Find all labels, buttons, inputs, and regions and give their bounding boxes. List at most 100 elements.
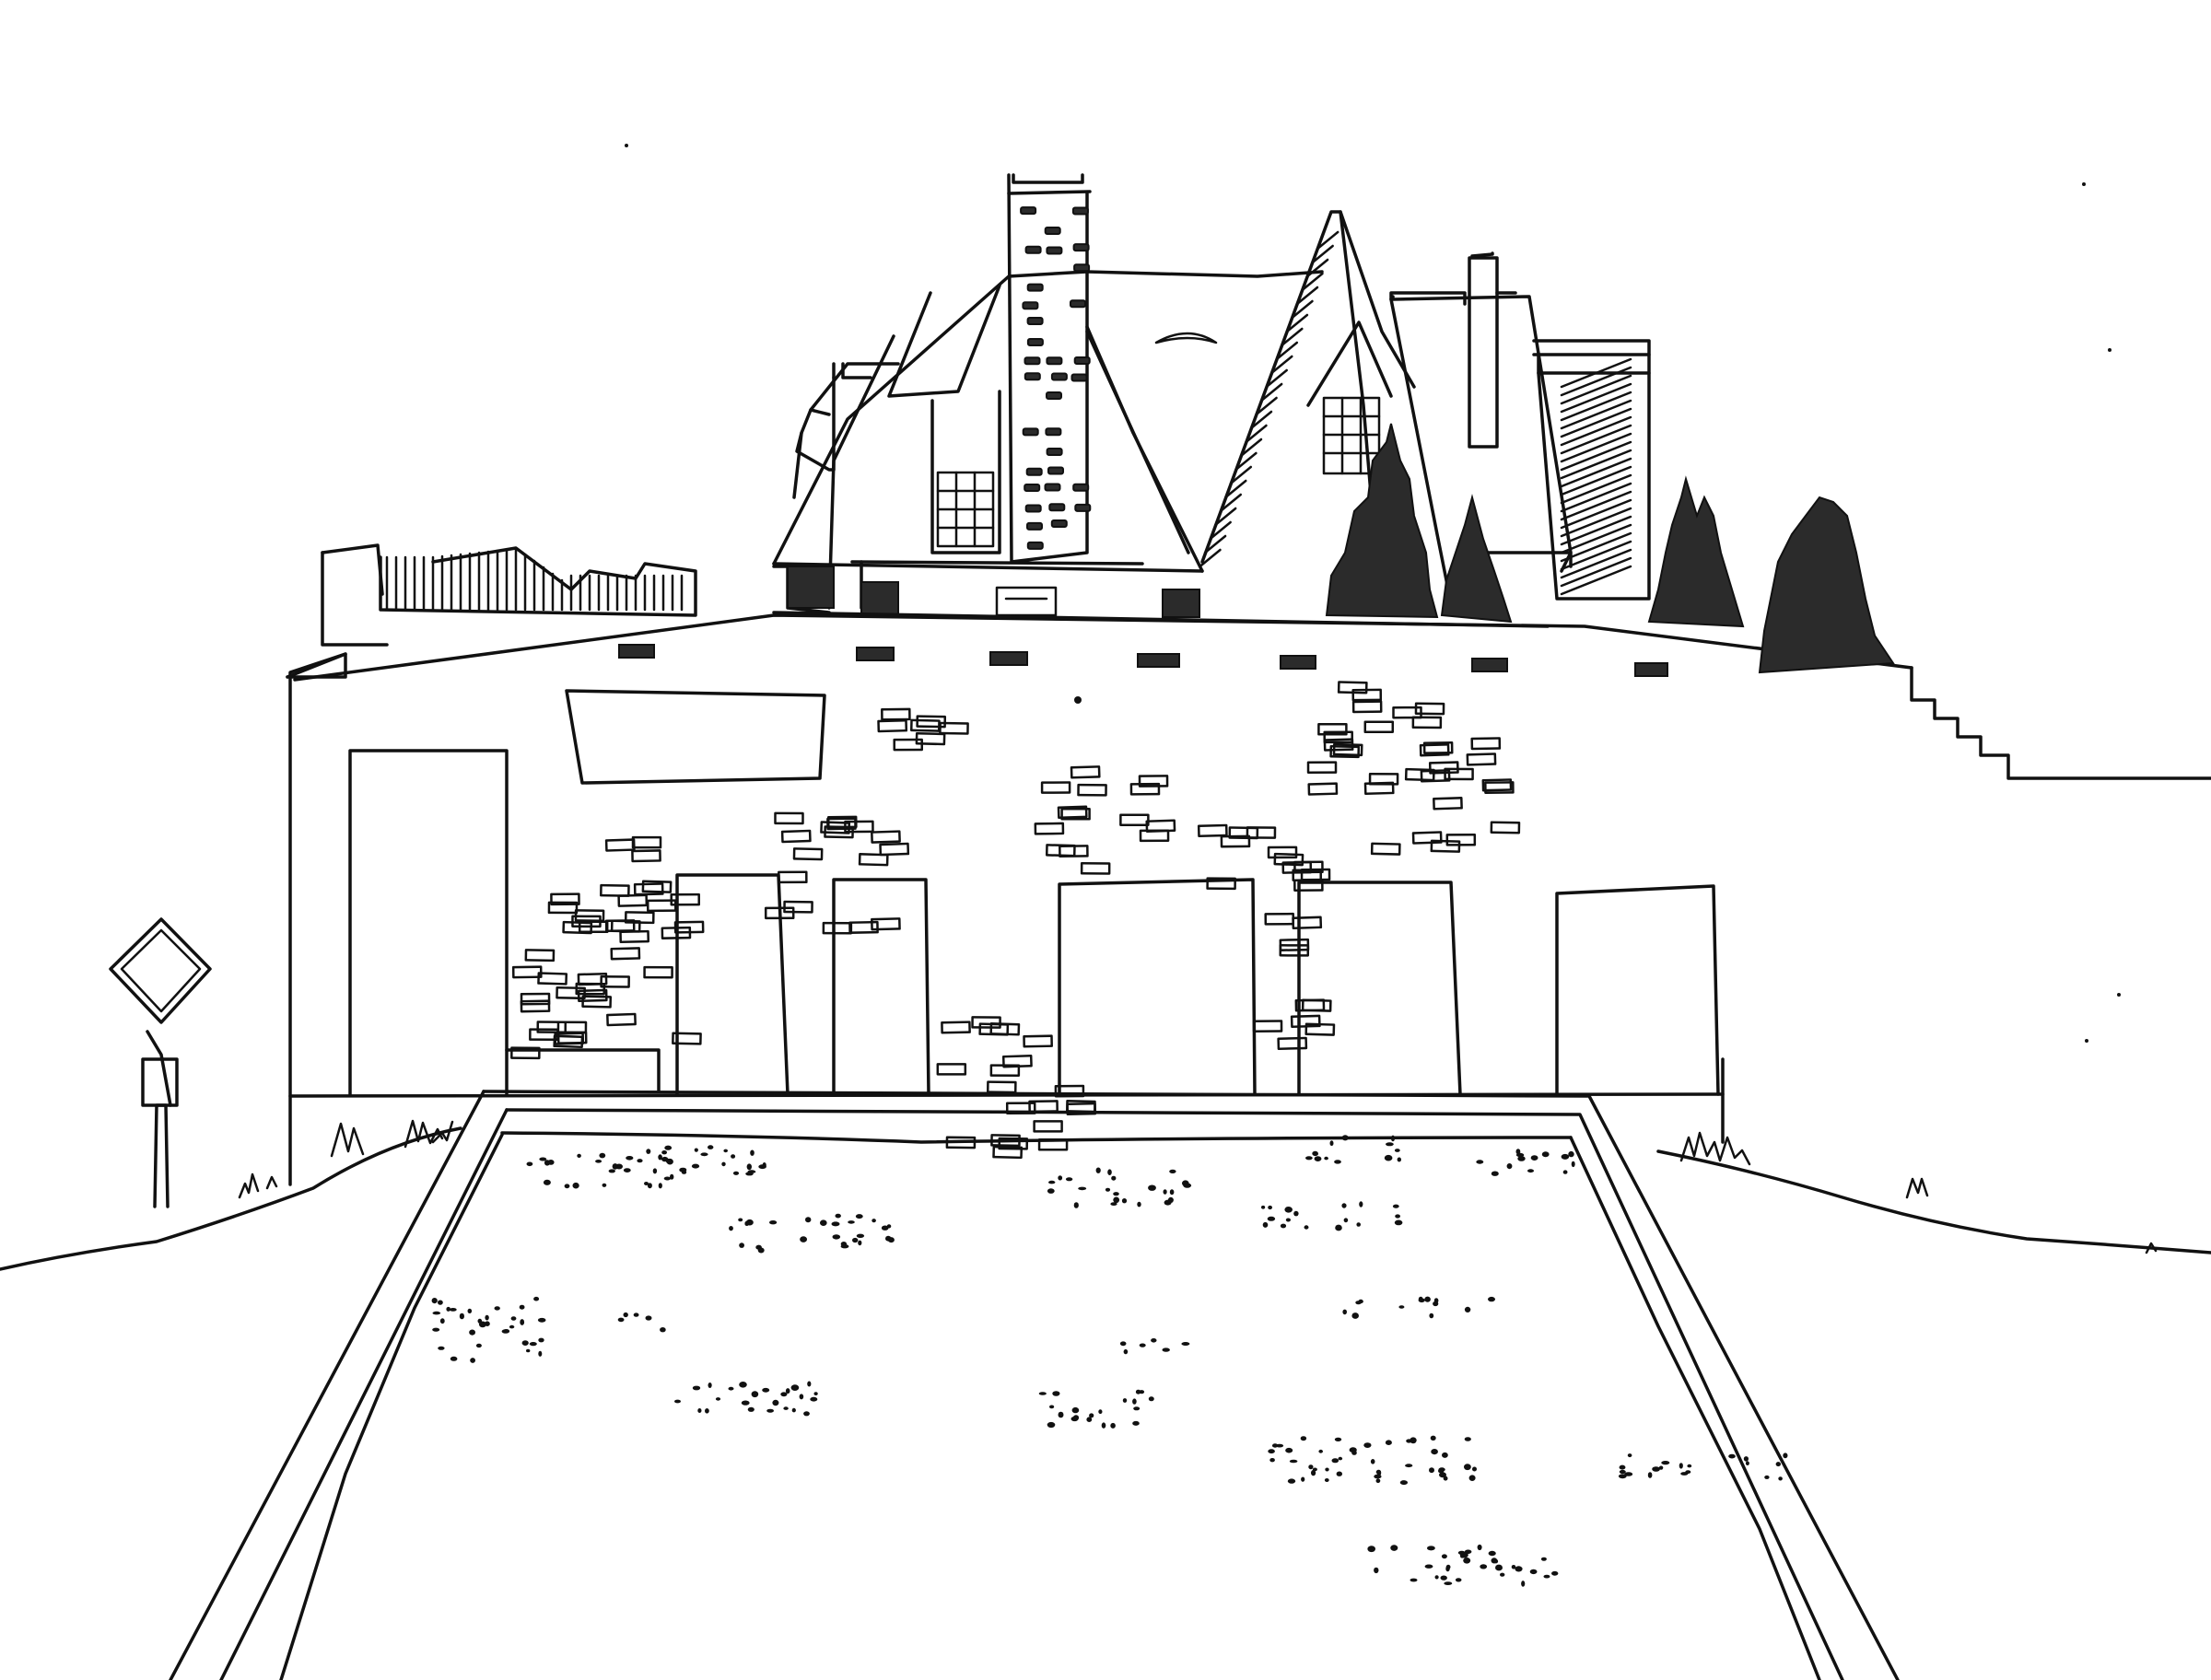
gravel-dot	[661, 1150, 667, 1155]
brick	[989, 1064, 1021, 1077]
brick	[1023, 1034, 1053, 1048]
gravel-dot	[708, 1145, 714, 1149]
chimney-brick	[1050, 372, 1068, 381]
brick	[941, 1021, 971, 1034]
gravel-dot	[805, 1217, 812, 1223]
gravel-dot	[1073, 1202, 1079, 1208]
brick	[1077, 783, 1107, 797]
brick	[916, 715, 947, 729]
gravel-dot	[1261, 1205, 1266, 1209]
gravel-dot	[1098, 1409, 1103, 1415]
gravel-dot	[762, 1387, 770, 1393]
gravel-dot	[1314, 1152, 1318, 1156]
gravel-dot	[856, 1233, 865, 1239]
gravel-dot	[612, 1163, 618, 1170]
gravel-dot	[617, 1317, 625, 1323]
gravel-dot	[1529, 1569, 1538, 1575]
brick	[670, 892, 700, 906]
gravel-dot	[1355, 1301, 1362, 1305]
chimney	[1007, 173, 1092, 564]
brick	[1129, 782, 1161, 796]
brick	[1045, 844, 1076, 858]
gravel-dot	[887, 1237, 895, 1243]
gravel-dot	[1132, 1398, 1137, 1405]
brick	[577, 988, 608, 1003]
gravel-dot	[1305, 1156, 1313, 1161]
right-hatch-line	[1560, 507, 1632, 538]
gravel-dot	[810, 1396, 818, 1402]
gravel-dot	[503, 1329, 510, 1334]
gravel-dot	[438, 1300, 443, 1305]
gravel-dot	[1493, 1558, 1499, 1564]
gravel-dot	[1132, 1420, 1140, 1426]
wall-vents	[618, 644, 1668, 704]
gravel-dot	[1164, 1199, 1172, 1206]
gravel-dot	[1464, 1464, 1471, 1471]
gravel-dot	[1113, 1196, 1120, 1204]
brick	[1252, 1020, 1283, 1032]
gravel-dot	[766, 1408, 774, 1413]
gravel-dot	[831, 1221, 840, 1227]
brick	[1422, 741, 1454, 754]
chimney-brick	[1046, 391, 1062, 400]
brick	[848, 920, 879, 934]
right-hatch-line	[1560, 366, 1632, 397]
brick	[1490, 821, 1521, 834]
brick	[610, 947, 641, 961]
brick	[554, 1032, 585, 1045]
gravel-dot	[1543, 1574, 1550, 1579]
gravel-dot	[840, 1242, 848, 1247]
gravel-dot	[881, 1225, 889, 1231]
gravel-dot	[1089, 1413, 1094, 1418]
gravel-dot	[432, 1327, 440, 1332]
gravel-dot	[1367, 1546, 1375, 1553]
chimney-brick	[1046, 448, 1063, 456]
gravel-dot	[538, 1350, 543, 1357]
gravel-dot	[509, 1324, 515, 1329]
right-hatch-line	[1560, 531, 1632, 563]
gravel-dot	[664, 1145, 673, 1150]
gravel-dot	[1460, 1554, 1465, 1558]
gravel-dot	[1049, 1405, 1055, 1409]
gable-hatch-line	[1291, 299, 1314, 320]
gravel-dot	[1137, 1201, 1141, 1208]
gravel-dot	[1268, 1205, 1272, 1210]
gravel-dot	[1405, 1464, 1413, 1468]
gravel-dot	[1324, 1478, 1329, 1482]
gravel-dot	[658, 1183, 662, 1189]
chimney-brick	[1025, 467, 1043, 476]
brick	[619, 929, 649, 944]
brick	[881, 707, 911, 721]
brick	[783, 900, 813, 914]
gravel-dot	[1464, 1306, 1471, 1312]
gravel-dot	[1269, 1458, 1275, 1463]
gravel-dot	[450, 1356, 458, 1361]
gravel-dot	[780, 1392, 788, 1397]
brick	[774, 811, 804, 825]
gravel-dot	[537, 1317, 546, 1323]
gravel-dot	[1285, 1447, 1293, 1453]
brick	[1323, 730, 1354, 744]
gravel-dot	[1764, 1475, 1770, 1479]
brick	[1040, 781, 1071, 794]
chimney-brick	[1046, 356, 1063, 366]
gravel-dot	[1517, 1156, 1526, 1161]
brick	[600, 883, 630, 897]
gravel-dot	[1058, 1175, 1063, 1181]
brick	[1279, 944, 1310, 957]
gravel-dot	[608, 1169, 615, 1173]
evergreen-shrubs	[1325, 423, 1895, 674]
gravel-dot	[848, 1220, 855, 1224]
gable-hatch-line	[1305, 258, 1329, 278]
right-hatch-line	[1560, 515, 1632, 546]
brick	[1411, 831, 1443, 845]
brick	[1054, 1084, 1085, 1098]
gravel-dot	[459, 1312, 464, 1320]
gravel-dot	[1571, 1161, 1575, 1168]
gravel-dot	[1363, 1442, 1372, 1448]
brick	[520, 999, 551, 1013]
gravel-dot	[1521, 1581, 1526, 1587]
brick	[1246, 826, 1277, 839]
gravel-dot	[623, 1312, 628, 1318]
brick	[1066, 1102, 1097, 1116]
